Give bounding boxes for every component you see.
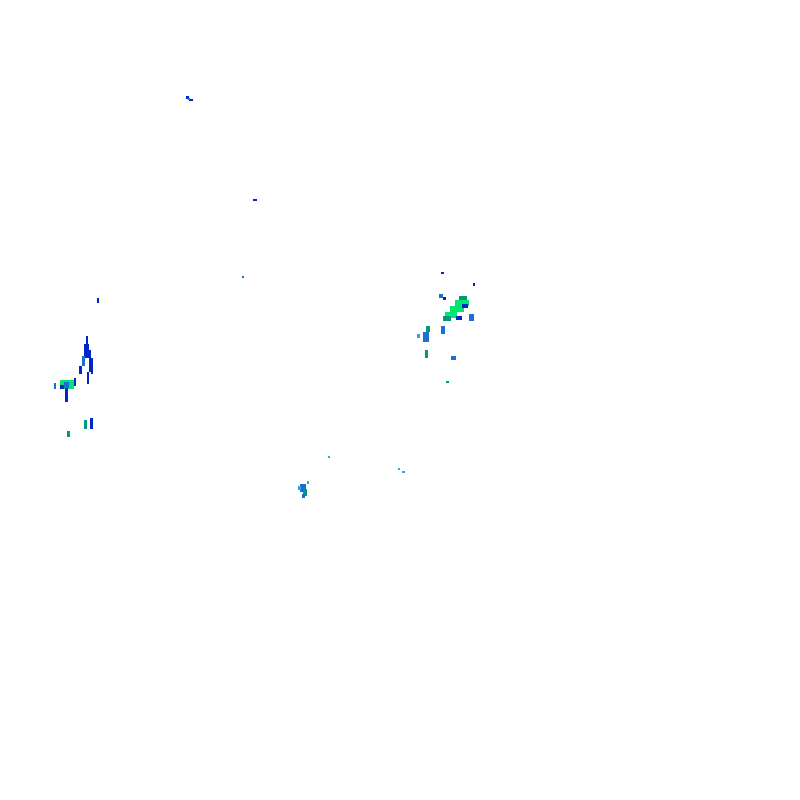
echo-upper-speck: [97, 199, 257, 303]
echo-south-cell: [298, 481, 309, 498]
echo-west-cluster: [54, 336, 93, 437]
echo-scattered-specks: [328, 456, 405, 473]
echo-east-band: [417, 272, 475, 383]
echo-north-small: [186, 96, 193, 101]
